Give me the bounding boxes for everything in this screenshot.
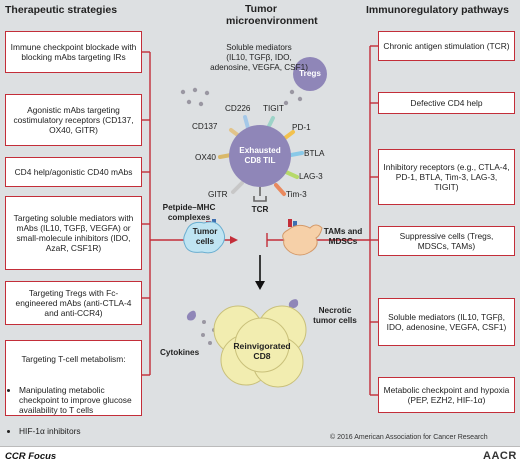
diagram-artwork [0, 45, 520, 447]
receptor-cd226-label: CD226 [225, 104, 251, 113]
receptor-pd1-label: PD-1 [292, 123, 311, 132]
strategy-agonistic-mabs: Agonistic mAbs targeting costimulatory r… [5, 94, 142, 146]
receptor-tim3-label: Tim-3 [286, 190, 307, 199]
tams-line-1: TAMs and [323, 227, 363, 236]
soluble-list-2: adenosine, VEGFA, CSF1) [210, 63, 308, 72]
metabolism-title: Targeting T-cell metabolism: [21, 354, 126, 365]
strategy-checkpoint-blockade: Immune checkpoint blockade with blocking… [5, 31, 142, 73]
soluble-mediators-label: Soluble mediators (IL10, TGFβ, IDO, aden… [199, 43, 319, 73]
receptors [218, 115, 304, 196]
exhausted-cd8-label: Exhausted CD8 TIL [228, 146, 292, 166]
copyright-text: © 2016 American Association for Cancer R… [330, 434, 488, 441]
reinvigorated-cd8-cluster [213, 305, 307, 388]
receptor-ox40-label: OX40 [195, 153, 216, 162]
peptide-mhc-label: Petpide–MHC complexes [148, 203, 230, 223]
footer-bar: CCR Focus AACR [0, 447, 520, 467]
reinvigorated-cd8-label: Reinvigorated CD8 [228, 341, 296, 361]
peptide-mhc-line-2: complexes [167, 213, 211, 222]
receptor-lag3-label: LAG-3 [299, 172, 323, 181]
tumor-cell [183, 221, 226, 254]
metabolism-bullet-2: HIF-1α inhibitors [19, 426, 137, 436]
pathway-defective-cd4: Defective CD4 help [378, 92, 515, 114]
soluble-mediator-dots [180, 87, 303, 107]
exhausted-cd8-cell [229, 125, 291, 187]
necrotic-line-2: tumor cells [313, 316, 357, 325]
pathway-suppressive-cells: Suppressive cells (Tregs, MDSCs, TAMs) [378, 226, 515, 256]
tregs-cell [293, 57, 327, 91]
receptor-cd137-label: CD137 [192, 122, 218, 131]
receptor-btla-label: BTLA [304, 149, 325, 158]
strategy-cd4-help: CD4 help/agonistic CD40 mAbs [5, 157, 142, 187]
necrotic-line-1: Necrotic [318, 306, 352, 315]
tcr-icon [253, 187, 267, 202]
center-column-title: Tumor microenvironment [226, 3, 318, 27]
right-column-title: Immunoregulatory pathways [366, 4, 509, 16]
soluble-title: Soluble mediators [226, 43, 292, 52]
metabolism-bullets: Manipulating metabolic checkpoint to imp… [10, 375, 137, 446]
down-arrowhead [255, 281, 265, 290]
strategy-targeting-tregs: Targeting Tregs with Fc-engineered mAbs … [5, 281, 142, 325]
strategy-soluble-mediators: Targeting soluble mediators with mAbs (I… [5, 196, 142, 270]
pathway-soluble-mediators: Soluble mediators (IL10, TGFβ, IDO, aden… [378, 298, 515, 346]
pathway-metabolic-checkpoint: Metabolic checkpoint and hypoxia (PEP, E… [378, 377, 515, 413]
strategy-t-cell-metabolism: Targeting T-cell metabolism: Manipulatin… [5, 340, 142, 436]
exhausted-line-2: CD8 TIL [244, 156, 276, 165]
receptor-tigit-label: TIGIT [263, 104, 284, 113]
necrotic-tumor-label: Necrotic tumor cells [306, 306, 364, 326]
tam-cell [282, 224, 323, 256]
left-column-title: Therapeutic strategies [5, 4, 118, 16]
center-title-line2: microenvironment [226, 15, 318, 27]
receptor-gitr-label: GITR [208, 190, 228, 199]
tams-mdscs-label: TAMs and MDSCs [318, 227, 368, 247]
metabolism-bullet-1: Manipulating metabolic checkpoint to imp… [19, 385, 137, 416]
reinvigorated-line-1: Reinvigorated [233, 341, 291, 351]
pathway-inhibitory-receptors: Inhibitory receptors (e.g., CTLA-4, PD-1… [378, 149, 515, 205]
ccr-focus-logo: CCR Focus [5, 451, 57, 462]
soluble-list-1: (IL10, TGFβ, IDO, [226, 53, 292, 62]
aacr-logo: AACR [483, 450, 517, 462]
tams-line-2: MDSCs [328, 237, 358, 246]
exhausted-line-1: Exhausted [239, 146, 281, 155]
tumor-cells-label: Tumor cells [190, 227, 220, 247]
peptide-mhc-line-1: Petpide–MHC [162, 203, 216, 212]
pathway-chronic-antigen: Chronic antigen stimulation (TCR) [378, 31, 515, 61]
reinvigorated-line-2: CD8 [253, 351, 271, 361]
center-title-line1: Tumor [245, 3, 277, 15]
tumor-cells-line-1: Tumor [192, 227, 218, 236]
tregs-label: Tregs [299, 69, 321, 78]
tumor-cells-line-2: cells [195, 237, 215, 246]
tcr-label: TCR [251, 205, 269, 214]
cytokines-label: Cytokines [160, 348, 200, 357]
